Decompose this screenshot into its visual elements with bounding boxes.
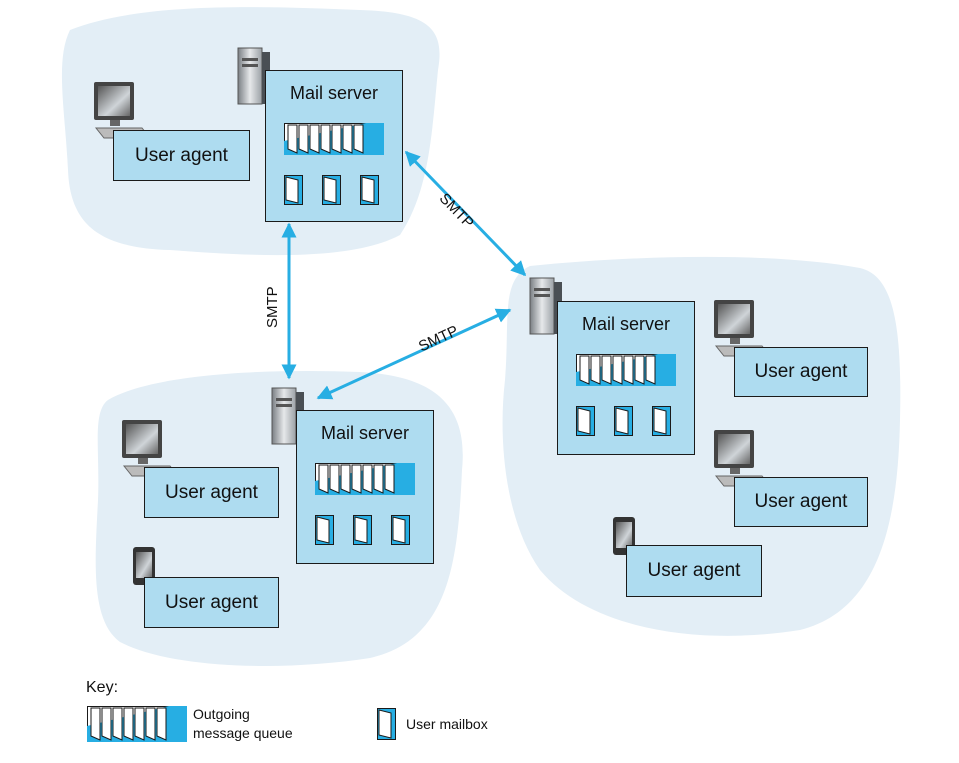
user-agent-box: User agent (734, 347, 868, 397)
user-agent-label: User agent (647, 560, 741, 581)
user-agent-label: User agent (135, 144, 228, 166)
user-agent-label: User agent (165, 591, 258, 613)
key-outgoing-queue-icon (87, 706, 187, 742)
smtp-arrow-right-bottom (316, 308, 512, 400)
user-agent-box: User agent (734, 477, 868, 527)
smtp-label: SMTP (264, 286, 281, 328)
mail-server-title: Mail server (320, 423, 409, 443)
user-agent-box: User agent (144, 577, 279, 628)
user-mailbox-icons (315, 515, 410, 545)
key-user-mailbox-icon (377, 708, 396, 740)
smartphone-icon (133, 547, 155, 585)
user-mailbox-icons (576, 406, 671, 436)
mail-server-bottom: Mail server (296, 410, 434, 564)
user-mailbox-icons (284, 175, 379, 205)
key-queue-line2: message queue (193, 725, 293, 741)
mail-server-title: Mail server (581, 314, 670, 334)
user-agent-box: User agent (113, 130, 250, 181)
key-queue-line1: Outgoing (193, 706, 250, 722)
user-agent-label: User agent (754, 361, 848, 382)
key-title: Key: (86, 679, 119, 696)
key-mailbox-text: User mailbox (406, 716, 488, 732)
user-agent-box: User agent (626, 545, 762, 597)
user-agent-label: User agent (165, 481, 258, 503)
mail-server-right: Mail server (557, 301, 695, 455)
outgoing-message-queue-icon (315, 463, 415, 495)
outgoing-message-queue-icon (284, 123, 384, 155)
mail-server-top: Mail server (265, 70, 403, 222)
smtp-arrow-top-right (404, 150, 527, 277)
mail-server-title: Mail server (289, 83, 378, 103)
outgoing-message-queue-icon (576, 354, 676, 386)
user-agent-box: User agent (144, 467, 279, 518)
user-agent-label: User agent (754, 491, 848, 512)
key-queue-text: Outgoing message queue (193, 705, 293, 743)
